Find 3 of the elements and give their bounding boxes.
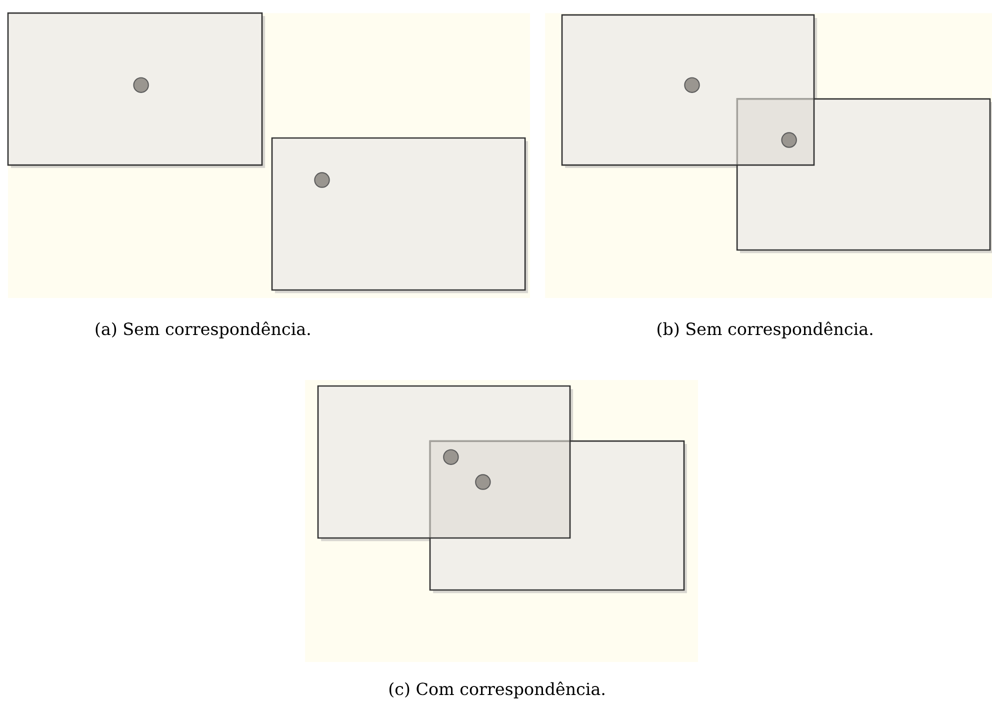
caption: (a) Sem correspondência. <box>96 322 310 338</box>
caption: (b) Sem correspondência. <box>658 322 872 338</box>
caption: (c) Com correspondência. <box>389 682 604 698</box>
